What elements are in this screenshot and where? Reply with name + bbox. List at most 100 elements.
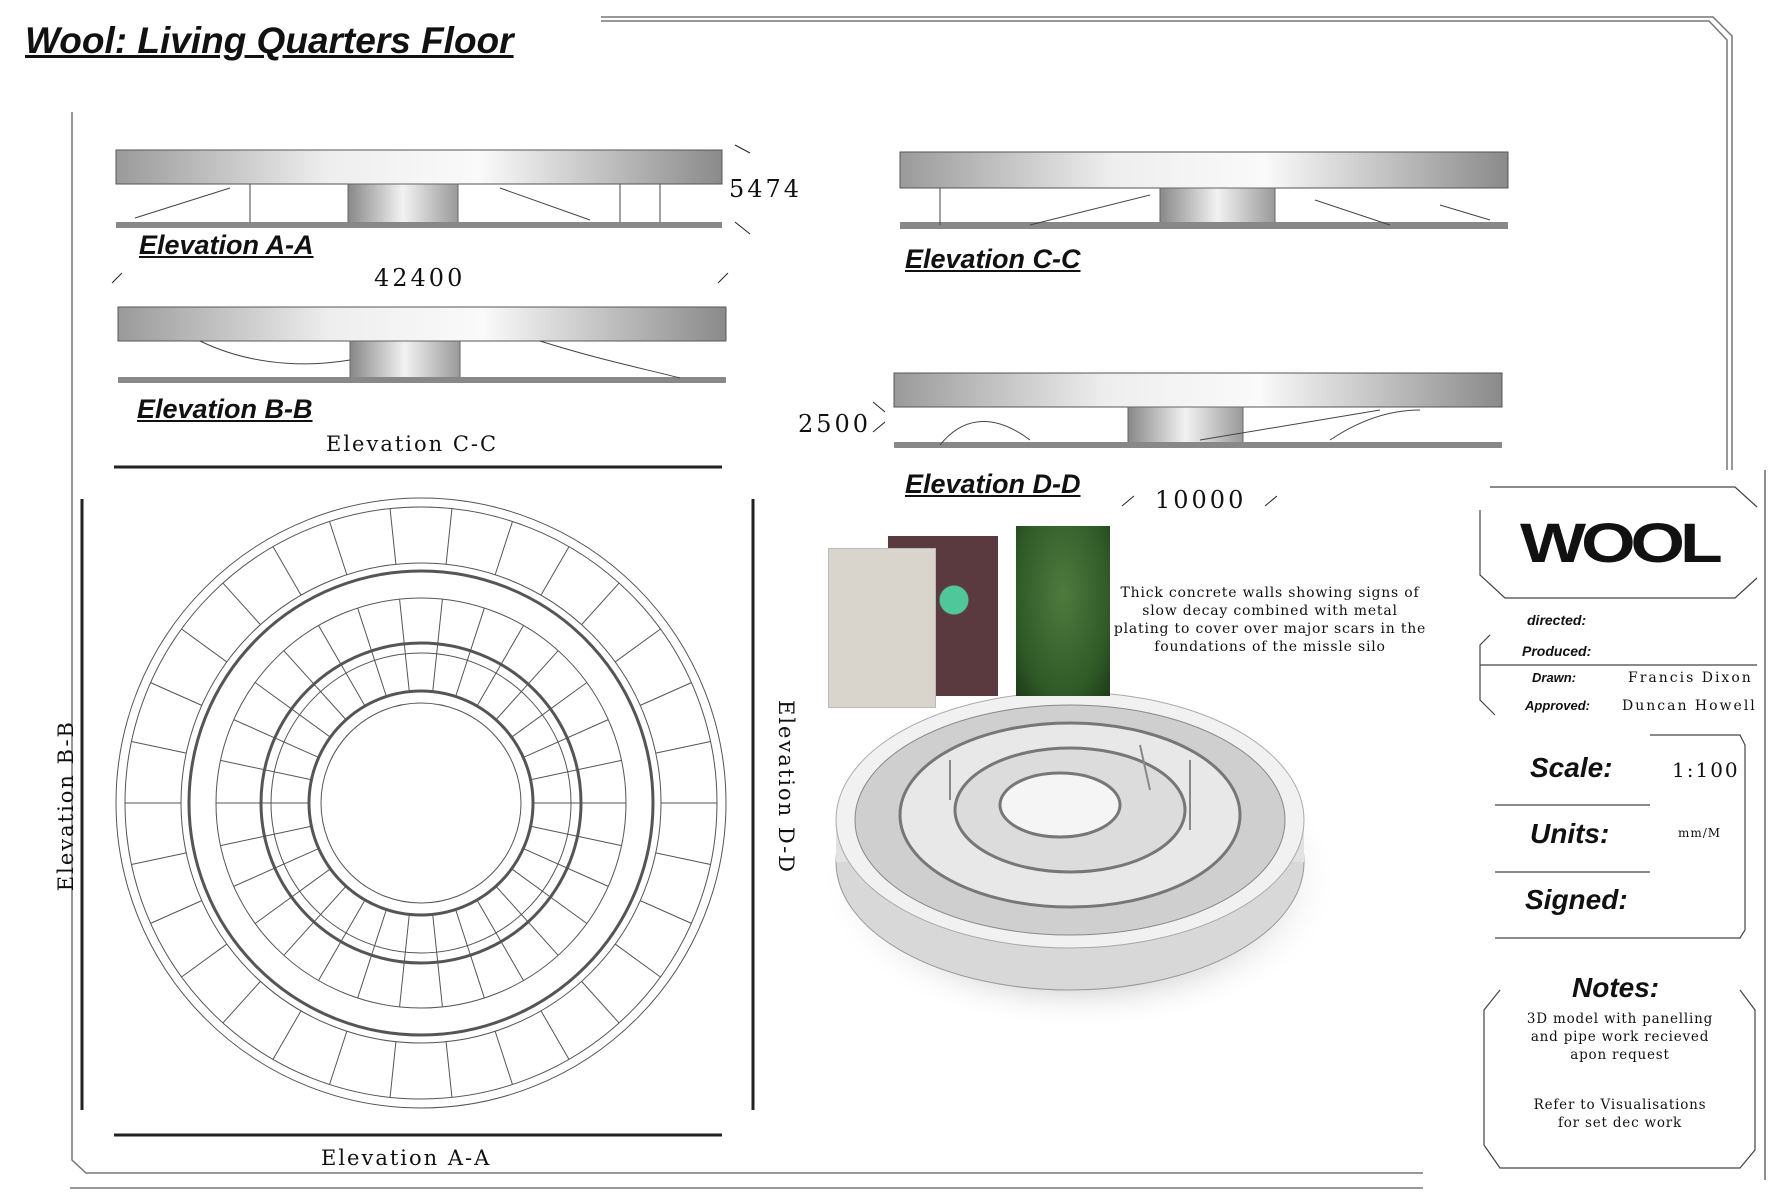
plan-radial-line — [640, 682, 692, 706]
plan-radial-line — [581, 582, 620, 625]
plan-radial-line — [494, 521, 513, 575]
scale-value: 1:100 — [1672, 758, 1740, 782]
plan-radial-line — [614, 943, 661, 978]
elevation-d-d-label: Elevation D-D — [905, 469, 1081, 499]
plan-radial-line — [233, 719, 319, 758]
scale-label: Scale: — [1530, 752, 1613, 783]
plan-radial-line — [222, 981, 261, 1024]
plan-radial-line — [254, 868, 331, 924]
signed-label: Signed: — [1525, 884, 1628, 915]
plan-radial-line — [523, 719, 609, 758]
plan-radial-line — [530, 825, 622, 847]
plan-radial-line — [318, 899, 366, 981]
plan-radial-line — [389, 508, 397, 565]
plan-ring — [270, 652, 572, 954]
plan-radial-line — [233, 848, 319, 887]
plan-radial-line — [511, 868, 588, 924]
plan-radial-line — [432, 914, 443, 1007]
plan-radial-line — [655, 852, 711, 866]
plan-radial-line — [614, 628, 661, 663]
3d-model-render — [820, 691, 1340, 1030]
plan-label-left: Elevation B-B — [54, 720, 78, 892]
plan-radial-line — [523, 848, 609, 887]
plan-radial-line — [329, 521, 348, 575]
plan-radial-line — [220, 759, 312, 781]
units-label: Units: — [1530, 818, 1610, 849]
plan-radial-line — [222, 582, 261, 625]
plan-radial-line — [220, 825, 312, 847]
elevation-c-c-drawing — [899, 151, 1509, 229]
plan-label-bottom: Elevation A-A — [321, 1146, 492, 1170]
plan-ring — [115, 497, 727, 1109]
plan-radial-line — [495, 885, 559, 956]
plan-radial-line — [181, 628, 228, 663]
approved-label: Approved: — [1525, 698, 1590, 713]
title-block-frame — [1479, 470, 1766, 1180]
plan-ring — [124, 506, 718, 1100]
plan-radial-line — [476, 625, 524, 707]
elevation-b-b-drawing — [111, 272, 729, 383]
directed-label: directed: — [1527, 612, 1587, 628]
plan-radial-line — [283, 885, 347, 956]
plan-ring — [320, 702, 522, 904]
green-metal-swatch — [1016, 526, 1110, 696]
plan-radial-line — [494, 1031, 513, 1085]
elevation-c-c-label: Elevation C-C — [905, 244, 1081, 274]
sheet-border — [70, 16, 1733, 1189]
plan-radial-line — [272, 546, 302, 596]
plan-radial-line — [318, 625, 366, 707]
drawn-value: Francis Dixon — [1628, 670, 1753, 686]
plan-radial-line — [254, 682, 331, 738]
plan-radial-line — [389, 1041, 397, 1098]
plan-label-top: Elevation C-C — [326, 432, 499, 456]
approved-value: Duncan Howell — [1622, 698, 1757, 714]
units-value: mm/M — [1678, 826, 1722, 840]
plan-radial-line — [399, 599, 410, 692]
dimension-width-d: 10000 — [1155, 486, 1247, 514]
notes-text-2: Refer to Visualisations for set dec work — [1533, 1097, 1707, 1131]
elevation-d-d-drawing — [872, 372, 1503, 507]
dimension-height-d: 2500 — [798, 410, 872, 438]
elevation-a-a-drawing — [115, 144, 751, 235]
notes-label: Notes: — [1572, 972, 1660, 1003]
plan-radial-line — [131, 740, 187, 754]
plan-radial-line — [581, 981, 620, 1024]
elevation-a-a-label: Elevation A-A — [139, 230, 314, 260]
floor-plan-drawing — [115, 497, 727, 1109]
plan-radial-line — [495, 650, 559, 721]
wool-logo: WOOL — [1520, 511, 1723, 574]
plan-radial-line — [150, 900, 202, 924]
plan-radial-line — [455, 909, 485, 999]
plan-radial-line — [272, 1010, 302, 1060]
plan-ring — [307, 689, 535, 917]
plan-radial-line — [540, 546, 570, 596]
plan-radial-line — [511, 682, 588, 738]
plan-radial-line — [530, 759, 622, 781]
plan-radial-line — [445, 1041, 453, 1098]
plan-radial-line — [283, 650, 347, 721]
plan-radial-line — [445, 508, 453, 565]
produced-label: Produced: — [1522, 643, 1592, 659]
plan-radial-line — [131, 852, 187, 866]
drawn-label: Drawn: — [1532, 670, 1577, 685]
plan-radial-line — [329, 1031, 348, 1085]
plan-radial-line — [357, 909, 387, 999]
plan-radial-line — [432, 599, 443, 692]
notes-text-1: 3D model with panelling and pipe work re… — [1526, 1011, 1714, 1063]
dimension-width-a: 42400 — [374, 264, 466, 292]
plan-label-right: Elevation D-D — [774, 700, 798, 875]
plan-radial-line — [150, 682, 202, 706]
materials-description: Thick concrete walls showing signs of sl… — [1113, 585, 1427, 655]
plan-radial-line — [540, 1010, 570, 1060]
elevation-b-b-label: Elevation B-B — [137, 394, 313, 424]
dimension-height-a: 5474 — [729, 175, 803, 203]
plan-radial-line — [655, 740, 711, 754]
page-title: Wool: Living Quarters Floor — [25, 20, 514, 61]
plan-radial-line — [357, 607, 387, 697]
plan-radial-line — [399, 914, 410, 1007]
plan-radial-line — [640, 900, 692, 924]
plan-ring — [187, 569, 655, 1037]
plan-radial-line — [476, 899, 524, 981]
plan-radial-line — [455, 607, 485, 697]
